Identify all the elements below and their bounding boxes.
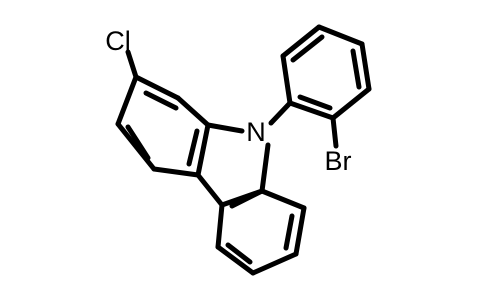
bond-c6-c1	[115, 74, 139, 127]
bond-c1-c2	[133, 74, 181, 101]
bond-c-cl	[125, 49, 139, 80]
bond-a2-a3	[280, 24, 322, 59]
bond-double-inner-5	[225, 242, 253, 265]
bond-a3-a4	[316, 24, 365, 47]
bond-double-inner-7	[290, 34, 325, 63]
bond-c4-c5	[151, 166, 201, 178]
chlorine-label: Cl	[105, 26, 131, 56]
benzo-ring-bottom	[215, 188, 307, 276]
bond-c10-c11	[250, 251, 299, 276]
bond-double-inner-6	[229, 188, 265, 209]
bond-c-br	[330, 115, 339, 149]
chloro-benzo-ring	[115, 74, 211, 178]
bond-c5-c6	[115, 121, 157, 172]
bond-c8-c4	[195, 172, 225, 208]
bond-a5-a6	[330, 86, 372, 121]
bond-double-inner-1	[143, 90, 179, 111]
bond-n-c7	[259, 142, 271, 194]
bromine-label: Br	[325, 146, 352, 176]
nitrogen-label: N	[246, 117, 266, 147]
bond-double-inner-3	[125, 124, 151, 161]
bond-c9-c10	[293, 205, 307, 257]
bond-c3-c4	[195, 122, 211, 178]
bond-double-inner-9	[297, 94, 333, 111]
bond-double-inner-4	[283, 213, 295, 251]
bond-double-inner-8	[350, 48, 362, 90]
bromophenyl-ring	[280, 24, 372, 121]
bond-double-inner-2	[186, 128, 200, 167]
bond-c2-c3	[175, 95, 211, 128]
bond-a6-a1	[287, 100, 336, 121]
bond-n-aryl	[268, 100, 293, 126]
bond-c7-c9	[259, 188, 307, 211]
bond-c12-c8	[215, 202, 225, 250]
bond-c11-c12	[215, 244, 256, 276]
bond-a4-a5	[359, 41, 372, 92]
bond-c3-n	[205, 122, 245, 134]
bond-a1-a2	[280, 53, 293, 106]
